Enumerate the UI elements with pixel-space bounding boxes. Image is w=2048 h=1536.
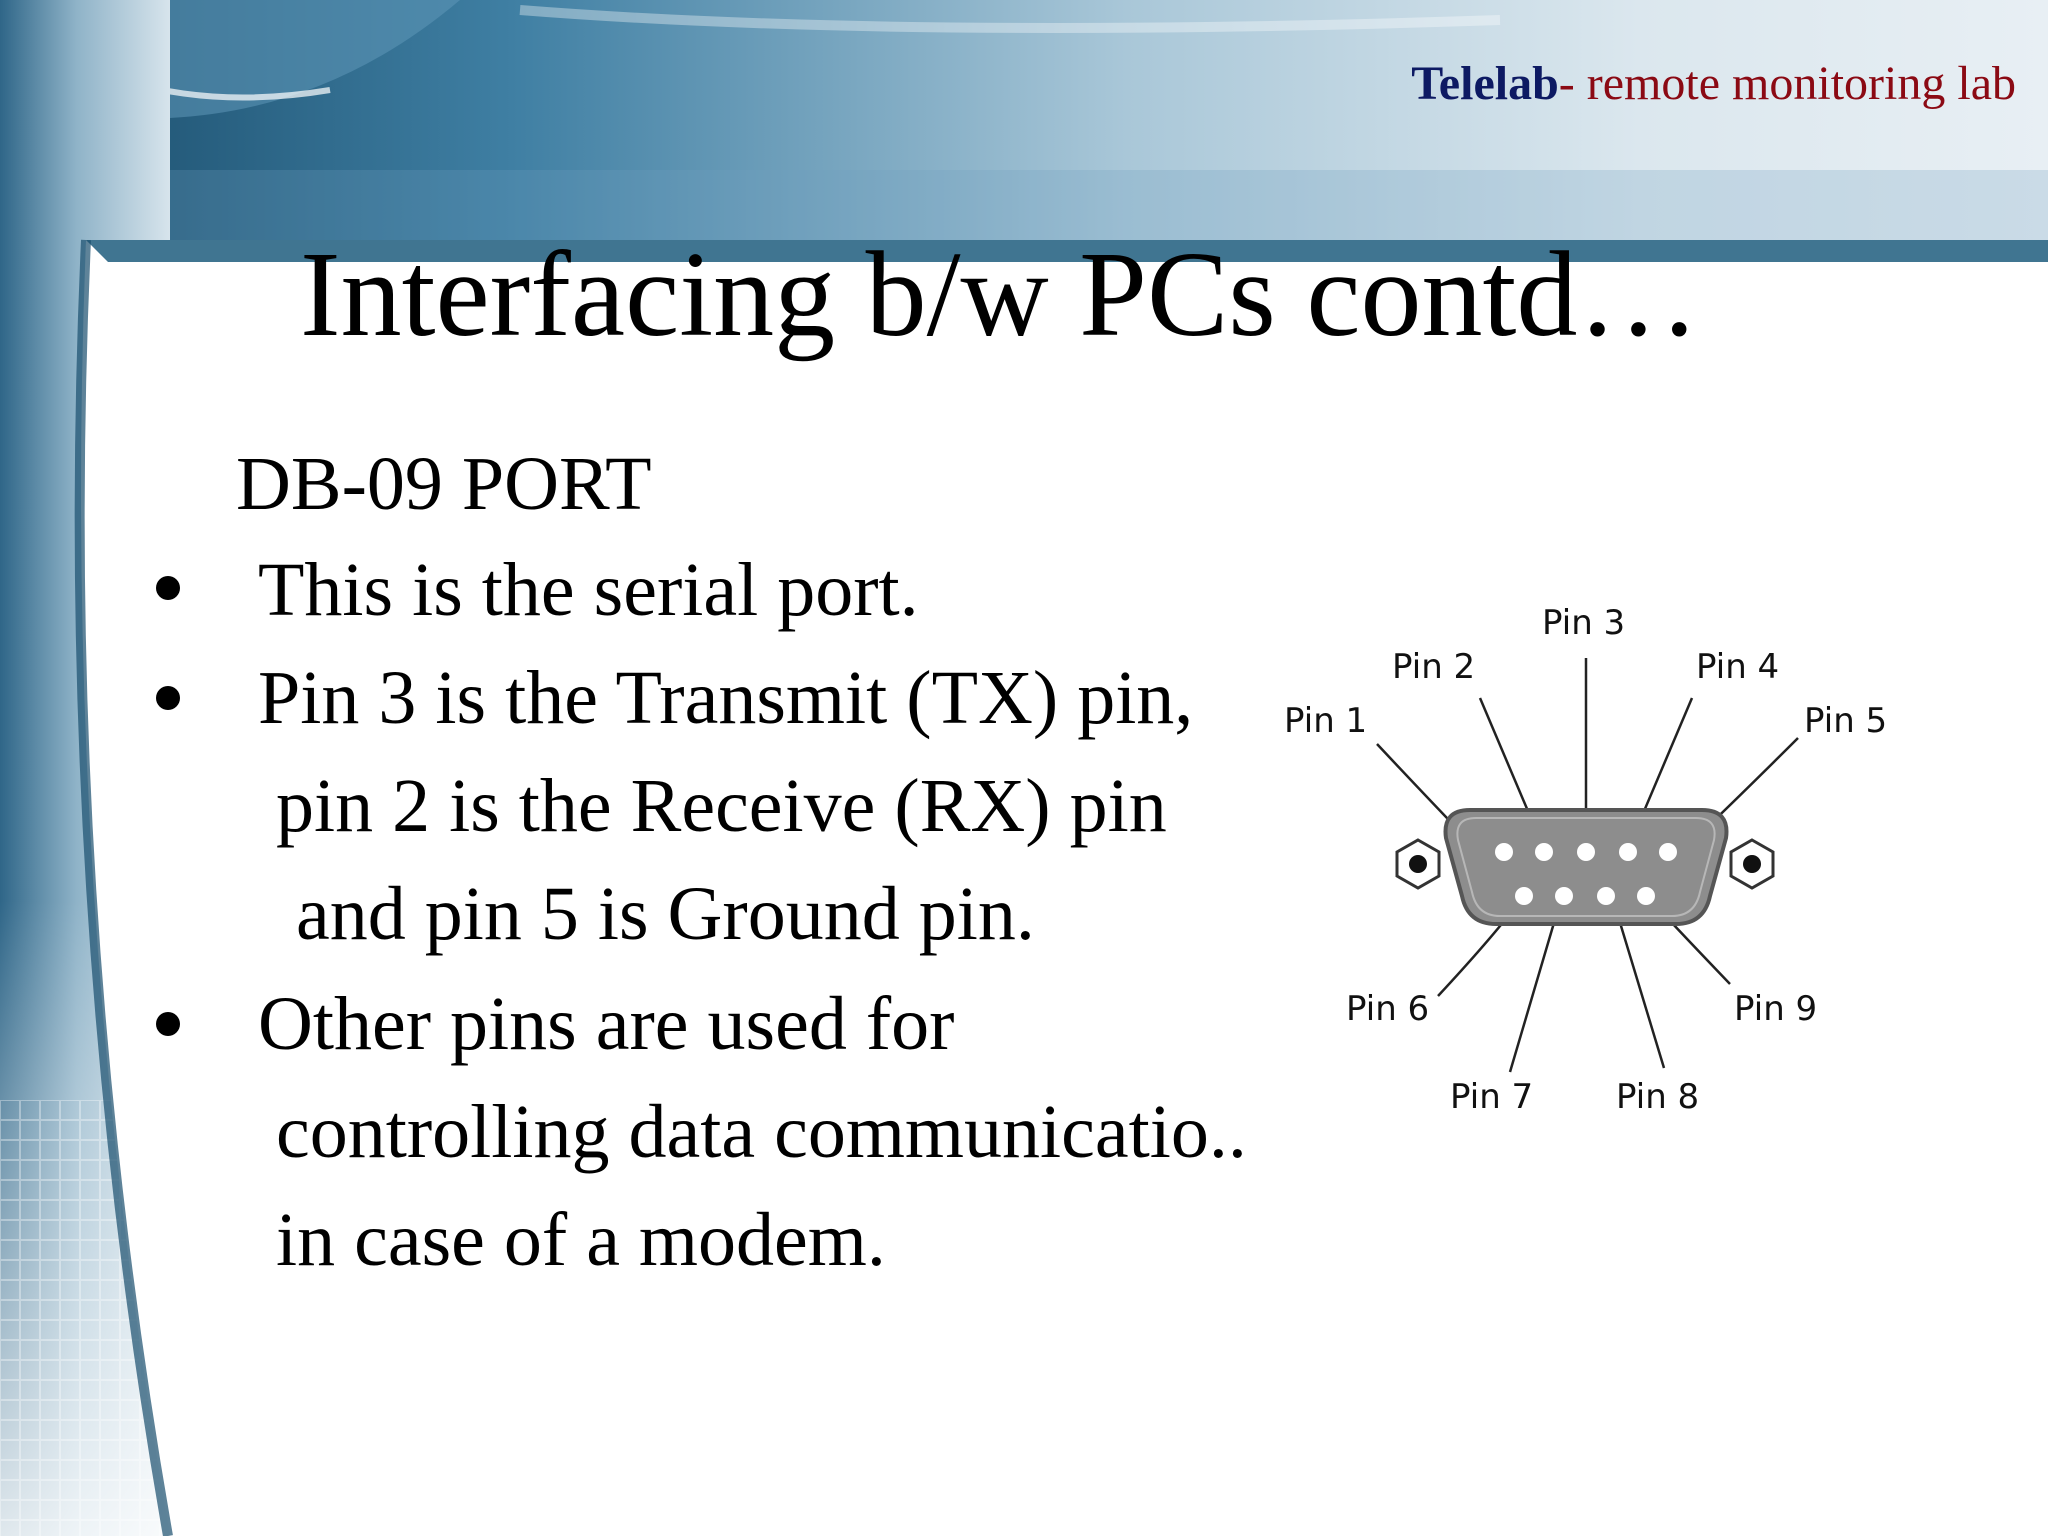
bullet-marker: [156, 686, 180, 710]
db9-pinout-diagram: Pin 1 Pin 2 Pin 3 Pin 4 Pin 5 Pin 6 Pin …: [1284, 603, 1887, 1117]
bullet-3-line-3: in case of a modem.: [276, 1198, 886, 1282]
brand-header: Telelab- remote monitoring lab: [1411, 56, 2016, 111]
bullet-3-line-2: controlling data communicatio..: [276, 1090, 1247, 1174]
pin-4-label: Pin 4: [1696, 647, 1779, 687]
connector-shell: [1443, 808, 1729, 926]
pin-2-label: Pin 2: [1392, 647, 1475, 687]
bullet-2-line-3: and pin 5 is Ground pin.: [296, 872, 1035, 956]
pin-8-label: Pin 8: [1616, 1077, 1699, 1117]
pin-9-label: Pin 9: [1734, 989, 1817, 1029]
pin-5-label: Pin 5: [1804, 701, 1887, 741]
bullet-2-line-2: pin 2 is the Receive (RX) pin: [276, 764, 1167, 848]
pin-1-label: Pin 1: [1284, 701, 1367, 741]
pin-7-label: Pin 7: [1450, 1077, 1533, 1117]
bullet-marker: [156, 576, 180, 600]
brand-name: Telelab: [1411, 57, 1559, 110]
pin-6-label: Pin 6: [1346, 989, 1429, 1029]
connector-pins: [1495, 843, 1677, 905]
slide-subheading: DB-09 PORT: [236, 442, 652, 526]
bullet-marker: [156, 1012, 180, 1036]
brand-tagline: - remote monitoring lab: [1558, 57, 2016, 110]
bullet-2-line-1: Pin 3 is the Transmit (TX) pin,: [258, 656, 1194, 740]
mount-screw-right-icon: [1729, 838, 1775, 890]
bullet-1-line-1: This is the serial port.: [258, 548, 919, 632]
mount-screw-left-icon: [1395, 838, 1441, 890]
slide-title: Interfacing b/w PCs contd…: [300, 227, 1700, 362]
pin-3-label: Pin 3: [1542, 603, 1625, 643]
bullet-3-line-1: Other pins are used for: [258, 982, 955, 1066]
